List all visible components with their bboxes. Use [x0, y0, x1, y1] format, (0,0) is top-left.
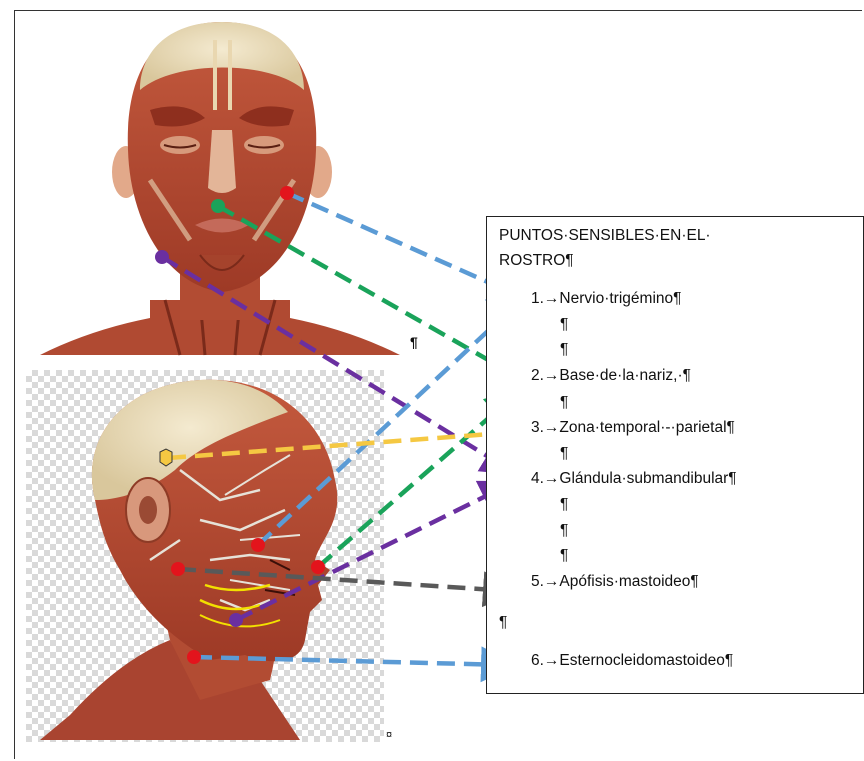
list-item-1: 1.→Nervio·trigémino¶ [531, 290, 681, 308]
empty-paragraph: ¶ [560, 394, 568, 412]
point-sternocleidomastoid [187, 650, 201, 664]
side-head-figure [40, 380, 337, 740]
point-trigeminal-front [280, 186, 294, 200]
front-head-figure [40, 22, 400, 355]
point-submandibular-front [155, 250, 169, 264]
empty-paragraph: ¶ [499, 614, 507, 632]
textbox-title-line1: PUNTOS·SENSIBLES·EN·EL· [499, 227, 711, 245]
point-nose-base-side [311, 560, 325, 574]
point-temporal-parietal [160, 449, 172, 466]
empty-paragraph: ¶ [560, 445, 568, 463]
pilcrow-mark: ¶ [410, 334, 418, 350]
textbox-title-line2: ROSTRO¶ [499, 252, 574, 270]
empty-paragraph: ¶ [560, 316, 568, 334]
empty-paragraph: ¶ [560, 547, 568, 565]
sensitive-points-textbox[interactable]: PUNTOS·SENSIBLES·EN·EL· ROSTRO¶ 1.→Nervi… [486, 216, 864, 694]
empty-paragraph: ¶ [560, 496, 568, 514]
empty-paragraph: ¶ [560, 522, 568, 540]
point-mastoid [171, 562, 185, 576]
list-item-3: 3.→Zona·temporal·-·parietal¶ [531, 419, 735, 437]
point-nose-base-front [211, 199, 225, 213]
empty-paragraph: ¶ [560, 341, 568, 359]
list-item-4: 4.→Glándula·submandibular¶ [531, 470, 737, 488]
point-submandibular-side [229, 613, 243, 627]
cell-end-mark: ¤ [386, 729, 392, 741]
list-item-5: 5.→Apófisis·mastoideo¶ [531, 573, 699, 591]
list-item-2: 2.→Base·de·la·nariz,·¶ [531, 367, 691, 385]
arrow-front-to-item-1 [287, 193, 517, 295]
point-trigeminal-side [251, 538, 265, 552]
list-item-6: 6.→Esternocleidomastoideo¶ [531, 652, 733, 670]
